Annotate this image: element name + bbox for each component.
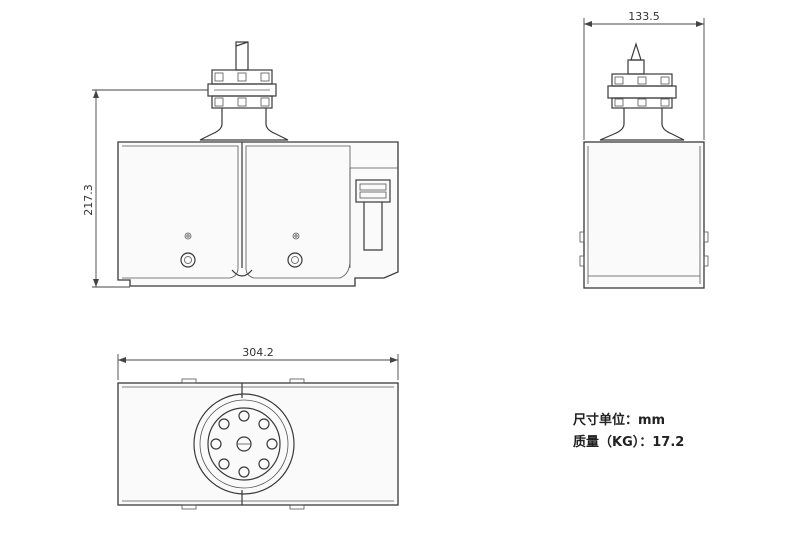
length-dimension-label: 304.2 xyxy=(242,346,274,359)
height-dimension-label: 217.3 xyxy=(82,184,95,216)
unit-note: 尺寸单位：mm xyxy=(573,413,666,428)
drawing-notes: 尺寸单位：mm 质量（KG）：17.2 xyxy=(573,410,684,454)
side-view: 133.5 xyxy=(579,10,709,289)
mass-note: 质量（KG）：17.2 xyxy=(573,435,685,450)
front-view: 217.3 xyxy=(82,41,399,288)
width-dimension-label: 133.5 xyxy=(628,10,660,23)
top-view: 304.2 xyxy=(117,346,399,510)
